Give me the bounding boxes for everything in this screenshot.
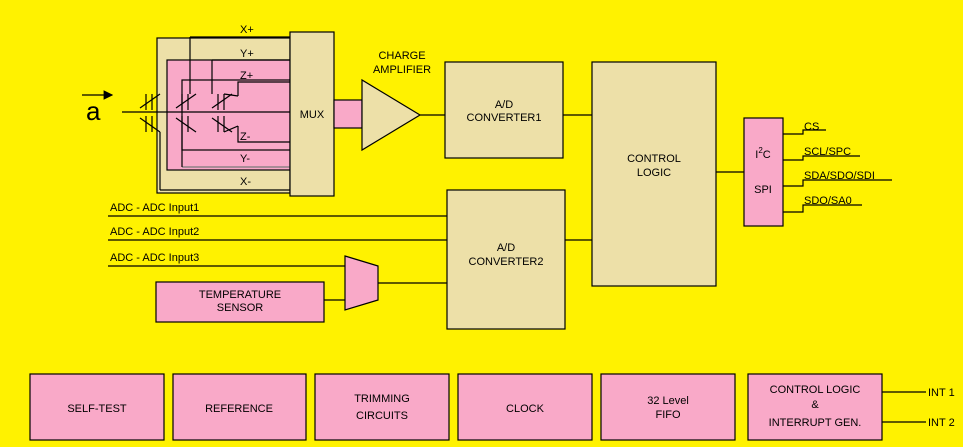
trimming-label-2: CIRCUITS <box>356 410 408 422</box>
axis-label-y-plus: Y+ <box>240 48 254 60</box>
charge-amp-label-1: CHARGE <box>378 50 425 62</box>
mux-amp-connector <box>333 99 363 129</box>
sensing-capacitors <box>122 37 290 190</box>
adc1-block <box>444 61 564 159</box>
pin-int2: INT 2 <box>928 417 955 429</box>
trimming-label-1: TRIMMING <box>354 393 410 405</box>
pin-cs: CS <box>804 121 819 133</box>
interrupt-label-2: & <box>811 399 819 411</box>
axis-label-x-minus: X- <box>240 176 251 188</box>
sensor-frame-z <box>181 79 291 151</box>
adc-input3-label: ADC - ADC Input3 <box>110 252 199 264</box>
reference-block <box>172 373 307 441</box>
clock-label: CLOCK <box>506 403 545 415</box>
self-test-label: SELF-TEST <box>67 403 127 415</box>
temp-sensor-label-1: TEMPERATURE <box>199 289 281 301</box>
control-logic-label-1: CONTROL <box>627 153 681 165</box>
control-logic-block <box>591 61 717 287</box>
clock-block <box>457 373 593 441</box>
bottom-blocks: SELF-TEST REFERENCE TRIMMING CIRCUITS CL… <box>29 373 883 441</box>
pin-scl-spc: SCL/SPC <box>804 146 851 158</box>
interface-block <box>743 117 784 227</box>
adc1-label-1: A/D <box>495 99 513 111</box>
reference-label: REFERENCE <box>205 403 273 415</box>
interface-pins: CS SCL/SPC SDA/SDO/SDI SDO/SA0 <box>783 121 892 213</box>
adc2-label-2: CONVERTER2 <box>469 256 544 268</box>
adc1-label-2: CONVERTER1 <box>467 112 542 124</box>
temperature-sensor-block <box>155 281 325 323</box>
interface-spi-label: SPI <box>754 184 772 196</box>
axis-label-z-minus: Z- <box>240 131 251 143</box>
pin-sda-sdo-sdi: SDA/SDO/SDI <box>804 170 875 182</box>
wire-z-plus <box>237 81 290 96</box>
interrupt-label-3: INTERRUPT GEN. <box>769 417 862 429</box>
temp-sensor-label-2: SENSOR <box>217 302 264 314</box>
interface-i2c-label: I2C <box>755 146 771 161</box>
interrupt-control-block <box>747 373 883 441</box>
axis-label-x-plus: X+ <box>240 24 254 36</box>
pin-int1: INT 1 <box>928 387 955 399</box>
fifo-label-1: 32 Level <box>647 395 689 407</box>
fifo-label-2: FIFO <box>655 409 680 421</box>
charge-amplifier <box>361 78 422 152</box>
control-logic-label-2: LOGIC <box>637 167 671 179</box>
adc2-label-1: A/D <box>497 242 515 254</box>
adc-input2-label: ADC - ADC Input2 <box>110 226 199 238</box>
accel-symbol: a <box>86 96 101 126</box>
mux-label: MUX <box>300 109 325 121</box>
trimming-circuits-block <box>314 373 450 441</box>
adc-input1-label: ADC - ADC Input1 <box>110 202 199 214</box>
pin-sdo-sa0: SDO/SA0 <box>804 195 852 207</box>
self-test-block <box>29 373 165 441</box>
charge-amp-label-2: AMPLIFIER <box>373 64 431 76</box>
input-selector <box>344 255 379 311</box>
axis-label-z-plus: Z+ <box>240 70 253 82</box>
wire-z-minus <box>237 126 290 143</box>
adc2-block <box>446 189 566 330</box>
axis-label-y-minus: Y- <box>240 153 250 165</box>
interrupt-label-1: CONTROL LOGIC <box>770 384 861 396</box>
fifo-block <box>600 373 736 441</box>
mux-block <box>289 31 335 197</box>
